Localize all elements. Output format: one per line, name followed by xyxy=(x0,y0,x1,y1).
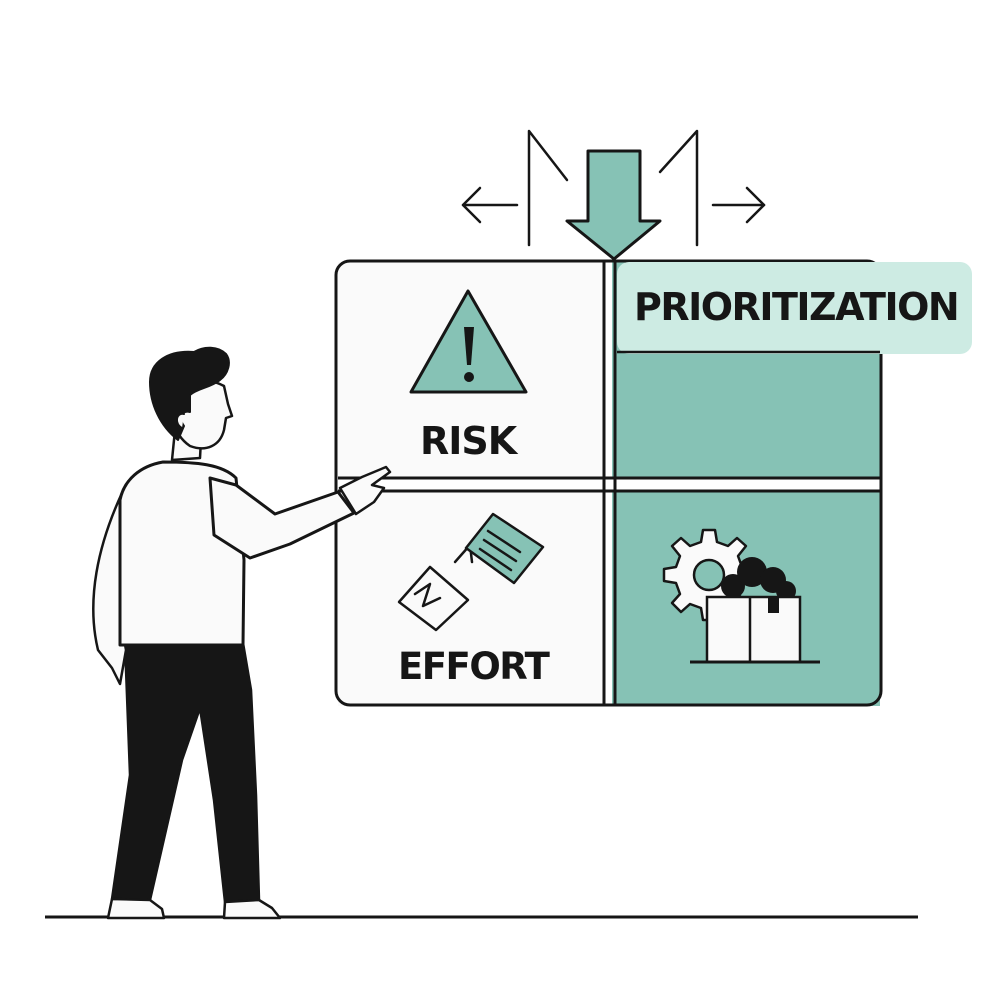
person-shoe-right xyxy=(222,898,282,920)
broken-document-icon xyxy=(397,512,545,632)
person-figure xyxy=(92,346,392,920)
person-legs xyxy=(110,641,261,904)
right-arrow-icon xyxy=(711,186,766,224)
right-bracket-line xyxy=(658,129,699,247)
down-arrow-icon xyxy=(565,149,662,261)
prioritization-title: PRIORITIZATION xyxy=(634,285,960,329)
person-hand xyxy=(338,465,392,516)
matrix-quadrant-bottom-left xyxy=(338,491,604,706)
person-ear xyxy=(176,412,185,429)
person-hair xyxy=(149,346,230,441)
priority-matrix xyxy=(334,259,883,707)
risk-label: RISK xyxy=(420,419,517,463)
prioritization-banner xyxy=(617,262,972,354)
box-icon xyxy=(690,557,820,664)
top-arrows xyxy=(461,129,766,247)
effort-label: EFFORT xyxy=(398,645,550,688)
warning-triangle-icon xyxy=(409,289,528,394)
left-bracket-line xyxy=(527,129,569,247)
matrix-frame xyxy=(334,259,883,707)
left-arrow-icon xyxy=(461,186,519,224)
person-shoe-left xyxy=(106,897,166,920)
person-pointing-arm xyxy=(208,476,356,560)
